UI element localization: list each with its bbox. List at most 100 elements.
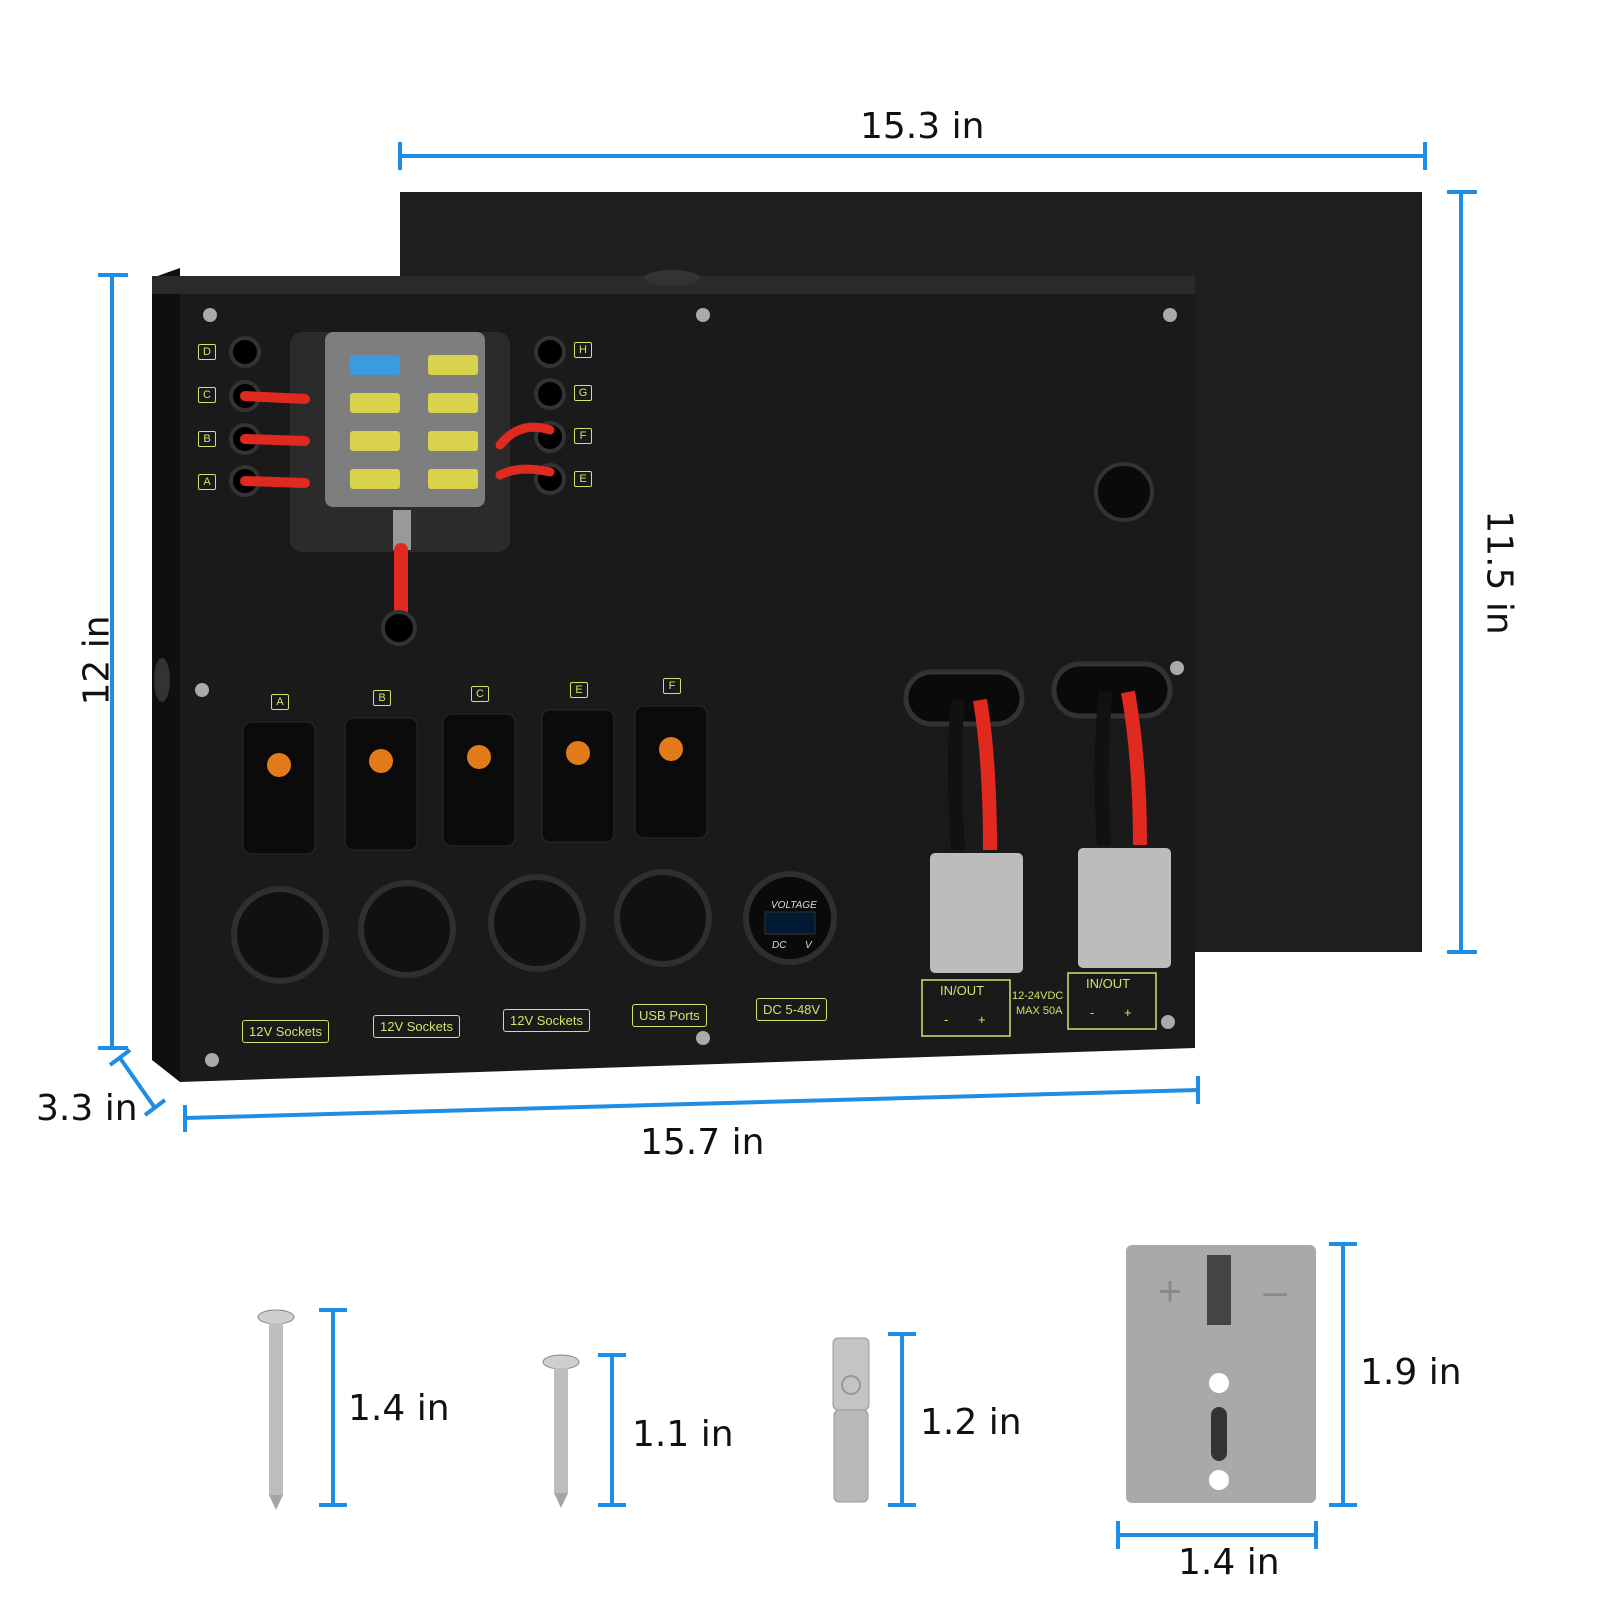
socket-label-dc: DC 5-48V [756,998,828,1021]
socket-label-2: 12V Sockets [373,1015,460,1038]
12v-socket [358,880,456,978]
switch-lamp [659,737,683,761]
housing-hole [1209,1373,1229,1393]
dim-depth [108,1048,167,1117]
dimension-lines [98,142,1477,1549]
dim-connector-h [1329,1242,1357,1507]
fuse-block-cover [325,332,485,507]
anderson-connector [1078,848,1171,968]
dim-label-connector-w: 1.4 in [1178,1542,1280,1583]
housing-hole [1209,1470,1229,1490]
rocker-switch [344,717,418,851]
anderson-assemblies [903,661,1173,1037]
screw [1161,1015,1175,1029]
red-cable [973,698,997,851]
dim-right [1447,190,1477,954]
12v-socket [488,874,586,972]
fuse [350,393,400,413]
dim-label-right: 11.5 in [1478,510,1520,635]
wire-f [495,422,555,450]
spec-line-2: MAX 50A [1016,1005,1063,1017]
inout-box [921,979,1011,1037]
cable-grommet [1051,661,1173,719]
fuse-label-d: D [198,344,216,360]
panel-screws [195,308,1184,1067]
inout-plus-2: + [1124,1005,1132,1020]
red-cable [1121,690,1147,846]
rocker-switches [242,705,708,855]
outlet-h [534,336,566,368]
fuse [428,355,478,375]
dim-label-screw-short: 1.1 in [632,1414,734,1455]
dim-bottom [183,1076,1200,1132]
voltmeter-title: VOLTAGE [771,900,817,911]
inout-box [1067,972,1157,1030]
dim-label-screw-long: 1.4 in [348,1388,450,1429]
spec-line-1: 12-24VDC [1012,990,1064,1002]
voltmeter-dc: DC [772,940,787,951]
screw [203,308,217,322]
voltmeter-v: V [805,940,812,951]
terminal-barrel [833,1409,869,1503]
wire-c [240,391,310,404]
screw [1170,661,1184,675]
housing-minus: – [1263,1267,1287,1314]
socket-label-1: 12V Sockets [242,1020,329,1043]
dim-left [98,273,128,1050]
fuse [350,469,400,489]
12v-socket [231,886,329,984]
rocker-switch [242,721,316,855]
voltmeter-display [764,911,816,935]
fuse [350,355,400,375]
black-cable [1094,691,1113,846]
fuse-label-a: A [198,474,216,490]
screw-tip [269,1495,283,1510]
dim-label-connector-h: 1.9 in [1360,1352,1462,1393]
rocker-switch [541,709,615,843]
fuse-label-b: B [198,431,216,447]
switch-label-f: F [663,678,681,694]
fuse [428,393,478,413]
dim-label-left: 12 in [76,615,118,706]
dim-terminal [888,1332,916,1507]
fuse [428,431,478,451]
dim-screw1 [319,1308,347,1507]
switch-label-e: E [570,682,588,698]
fuse-label-e: E [574,471,592,487]
dim-label-terminal: 1.2 in [920,1402,1022,1443]
fuse-label-g: G [574,385,592,401]
fuse [350,431,400,451]
housing-plus: + [1158,1267,1183,1314]
socket-label-usb: USB Ports [632,1004,707,1027]
inout-label-1: IN/OUT [940,983,985,998]
dim-screw2 [598,1353,626,1507]
screw-head [542,1354,580,1370]
screw [205,1053,219,1067]
side-hole [154,658,170,702]
housing-divider [1207,1255,1231,1325]
screw-tip [554,1493,568,1508]
terminal-pin [832,1337,870,1503]
fuse-label-f: F [574,428,592,444]
dim-label-top: 15.3 in [860,106,985,147]
screw-head [257,1309,295,1325]
fuse-label-h: H [574,342,592,358]
screw-shank [269,1323,283,1495]
anderson-connector [930,853,1023,973]
usb-socket [614,869,712,967]
screw [1163,308,1177,322]
reset-breaker [1094,462,1154,522]
cable-grommet [903,669,1025,727]
terminal-mark [841,1375,861,1395]
screw-long [257,1309,295,1510]
screw-short [542,1354,580,1508]
inout-minus-2: - [1090,1005,1095,1020]
rocker-switch [442,713,516,847]
dim-label-bottom: 15.7 in [640,1122,765,1163]
switch-lamp [369,749,393,773]
fuse-label-c: C [198,387,216,403]
fuse-stud [393,510,411,550]
screw [195,683,209,697]
wire-e [495,464,555,480]
